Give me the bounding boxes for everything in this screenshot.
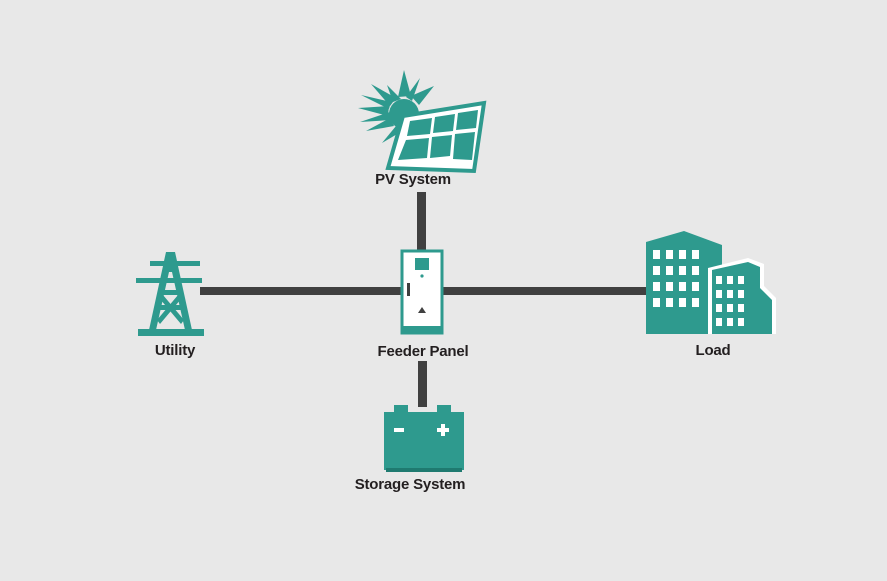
- buildings-icon: [646, 231, 776, 334]
- storage-system-label: Storage System: [354, 476, 466, 493]
- solar-panel-sun-icon: [358, 70, 487, 174]
- plus-icon: [437, 424, 449, 436]
- connector-utility-feeder: [200, 287, 402, 295]
- feeder-cabinet-icon: [400, 249, 444, 335]
- feeder-panel-label: Feeder Panel: [377, 343, 469, 360]
- connector-feeder-storage: [418, 361, 427, 407]
- connectors: [200, 192, 648, 407]
- connector-feeder-load: [443, 287, 648, 295]
- connector-pv-feeder: [417, 192, 426, 250]
- battery-icon: [384, 405, 464, 472]
- pv-system-label: PV System: [375, 171, 451, 188]
- transmission-tower-icon: [136, 252, 204, 336]
- load-label: Load: [695, 342, 731, 359]
- solar-panel-icon: [385, 100, 487, 174]
- minus-icon: [394, 428, 404, 432]
- utility-label: Utility: [154, 342, 196, 359]
